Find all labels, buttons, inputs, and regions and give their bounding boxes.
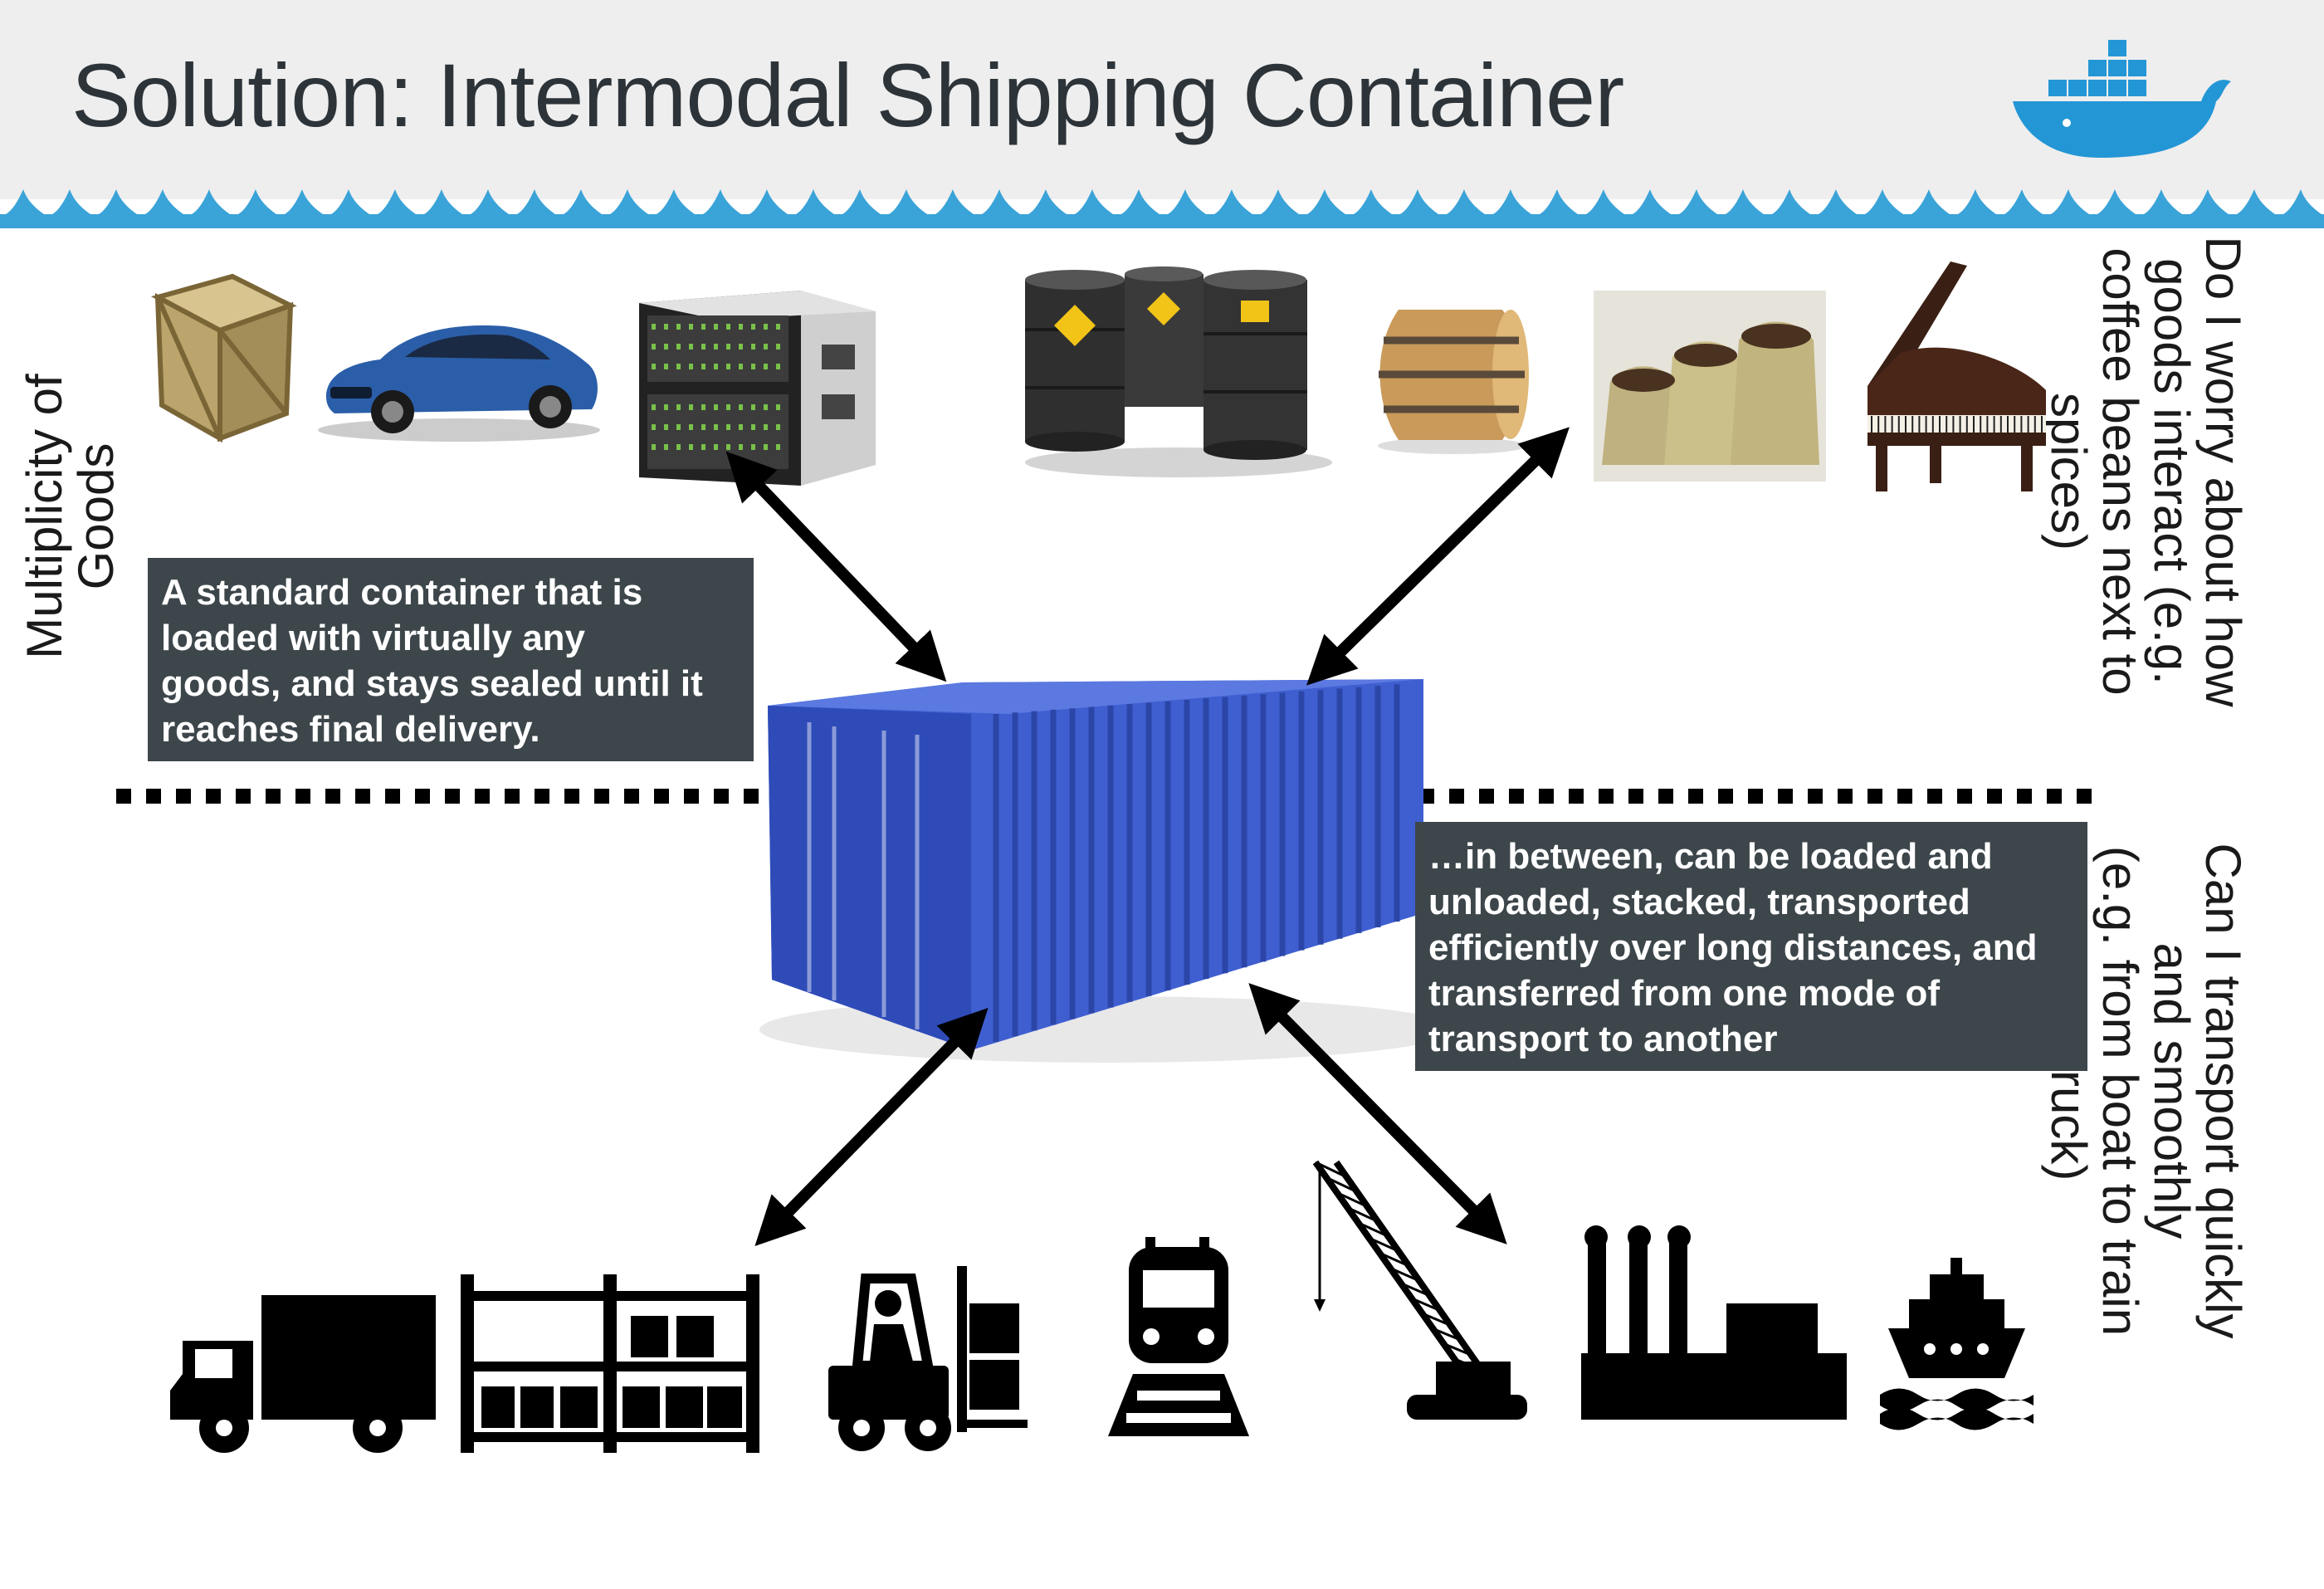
coffee-sacks-icon bbox=[1594, 291, 1826, 482]
callout-line: A standard container that is bbox=[161, 572, 643, 613]
factory-icon bbox=[1581, 1225, 1847, 1420]
arrow-transport-left bbox=[754, 1007, 989, 1247]
dotted-divider-right bbox=[1419, 789, 2092, 804]
crane-icon bbox=[1312, 1160, 1527, 1420]
server-rack-icon bbox=[639, 291, 876, 486]
truck-icon bbox=[170, 1295, 436, 1453]
oil-barrels-icon bbox=[1025, 266, 1332, 477]
callout-line: reaches final delivery. bbox=[161, 709, 540, 750]
callout-line: goods, and stays sealed until it bbox=[161, 663, 703, 704]
docker-whale-icon bbox=[2013, 40, 2231, 158]
callout-sealed-container: A standard container that is loaded with… bbox=[148, 558, 754, 761]
header-bar bbox=[0, 0, 2324, 199]
callout-line: efficiently over long distances, and bbox=[1428, 927, 2038, 968]
piano-icon bbox=[1868, 262, 2046, 491]
callout-line: …in between, can be loaded and bbox=[1428, 836, 1993, 877]
warehouse-rack-icon bbox=[461, 1274, 759, 1453]
arrow-goods-right bbox=[1306, 427, 1570, 686]
train-icon bbox=[1108, 1237, 1249, 1436]
forklift-icon bbox=[828, 1266, 1028, 1451]
wave-divider bbox=[0, 189, 2324, 228]
arrow-transport-right bbox=[1248, 983, 1507, 1244]
callout-line: unloaded, stacked, transported bbox=[1428, 882, 1970, 922]
callout-line: loaded with virtually any bbox=[161, 618, 586, 658]
arrow-goods-left bbox=[725, 451, 947, 682]
callout-line: transferred from one mode of bbox=[1428, 973, 1941, 1014]
dotted-divider-left bbox=[116, 789, 780, 804]
car-icon bbox=[318, 325, 600, 442]
ship-icon bbox=[1880, 1258, 2034, 1430]
callout-transport: …in between, can be loaded and unloaded,… bbox=[1415, 822, 2087, 1071]
page-title: Solution: Intermodal Shipping Container bbox=[71, 45, 1624, 145]
crate-icon bbox=[150, 273, 297, 443]
